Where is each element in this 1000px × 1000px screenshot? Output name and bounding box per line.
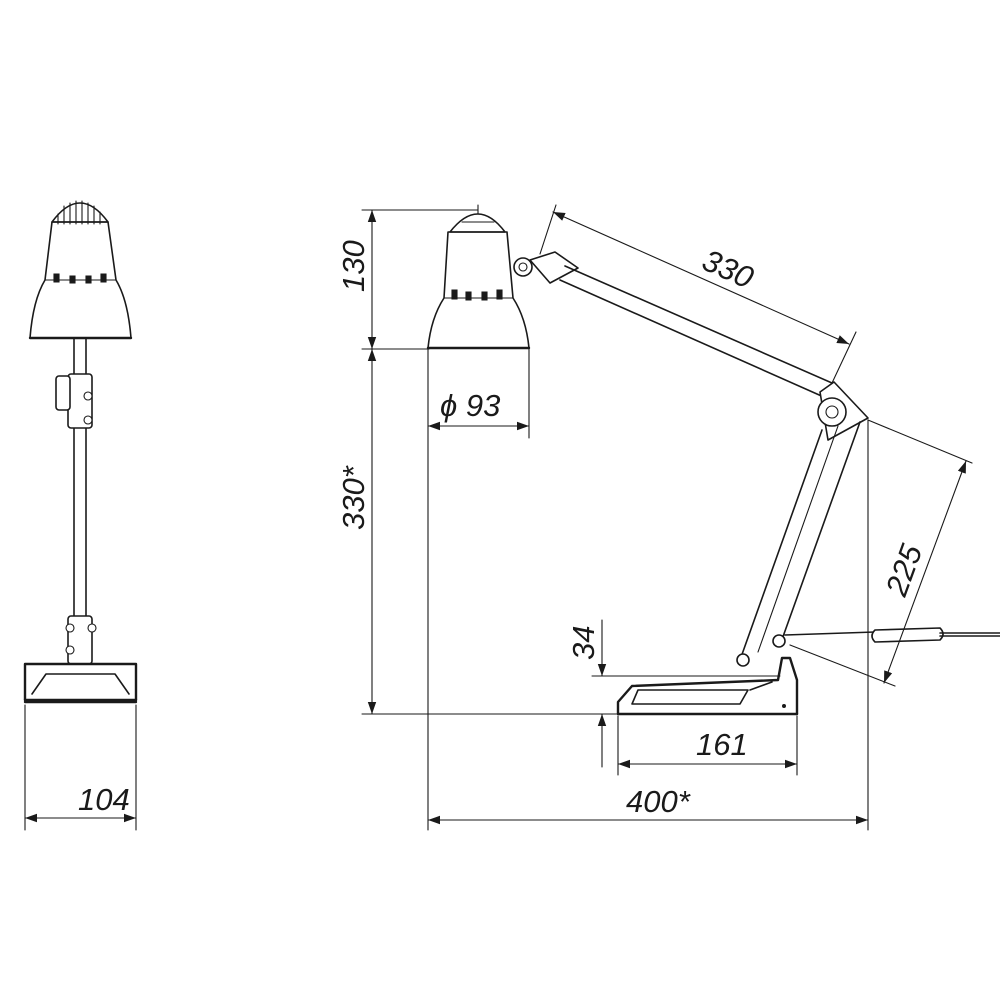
front-view: 104: [23, 200, 138, 831]
dim-lower-arm: 225: [878, 539, 929, 601]
dim-lamp-height: 330*: [336, 465, 371, 530]
dim-base-height: 34: [566, 626, 601, 660]
dim-shade-diameter: ϕ 93: [440, 388, 500, 423]
dim-shade-height: 130: [336, 240, 371, 292]
dim-upper-arm: 330: [697, 242, 758, 295]
dim-base-width: 104: [78, 782, 130, 817]
dim-total-reach: 400*: [626, 784, 691, 819]
dim-base-length: 161: [696, 727, 748, 762]
side-view: 130 330* ϕ 93 330 225 34 161 400*: [336, 204, 1000, 831]
